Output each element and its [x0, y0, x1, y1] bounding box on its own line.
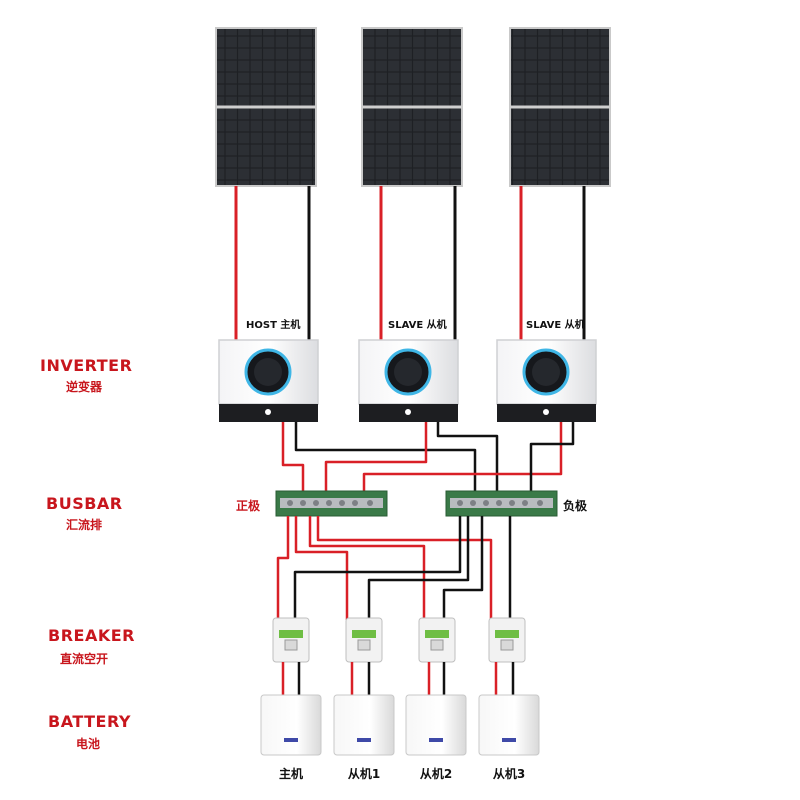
- section-sublabel-battery: 电池: [76, 737, 101, 751]
- pv-wires: [234, 186, 586, 340]
- battery-label-4: 从机3: [492, 767, 526, 781]
- inverter-label-slave-1: SLAVE 从机: [388, 320, 447, 331]
- solar-panel-1: [215, 27, 317, 187]
- breaker-battery-wires: [281, 662, 515, 697]
- section-sublabel-breaker: 直流空开: [60, 652, 109, 666]
- breaker-1: [272, 617, 310, 663]
- busbar-breaker-wires: [276, 516, 512, 620]
- solar-panel-3: [509, 27, 611, 187]
- inverter-host: [218, 339, 319, 422]
- breaker-4: [488, 617, 526, 663]
- inverter-slave-2: [496, 339, 597, 422]
- breaker-2: [345, 617, 383, 663]
- battery-label-2: 从机1: [347, 767, 381, 781]
- inverter-slave-1: [358, 339, 459, 422]
- section-sublabel-inverter: 逆变器: [66, 380, 103, 394]
- battery-label-1: 主机: [278, 767, 303, 781]
- inverter-label-host: HOST 主机: [246, 320, 301, 331]
- battery-1: [260, 694, 322, 756]
- battery-2: [333, 694, 395, 756]
- section-label-battery: BATTERY: [48, 712, 131, 731]
- breaker-3: [418, 617, 456, 663]
- battery-4: [478, 694, 540, 756]
- busbar-positive: [275, 490, 388, 517]
- section-label-inverter: INVERTER: [40, 356, 133, 375]
- section-sublabel-busbar: 汇流排: [66, 518, 103, 532]
- solar-panel-2: [361, 27, 463, 187]
- busbar-label-positive: 正极: [236, 499, 261, 513]
- busbar-negative: [445, 490, 558, 517]
- battery-label-3: 从机2: [419, 767, 453, 781]
- battery-3: [405, 694, 467, 756]
- busbar-label-negative: 负极: [563, 499, 588, 513]
- section-label-breaker: BREAKER: [48, 626, 135, 645]
- inverter-label-slave-2: SLAVE 从机: [526, 320, 585, 331]
- section-label-busbar: BUSBAR: [46, 494, 123, 513]
